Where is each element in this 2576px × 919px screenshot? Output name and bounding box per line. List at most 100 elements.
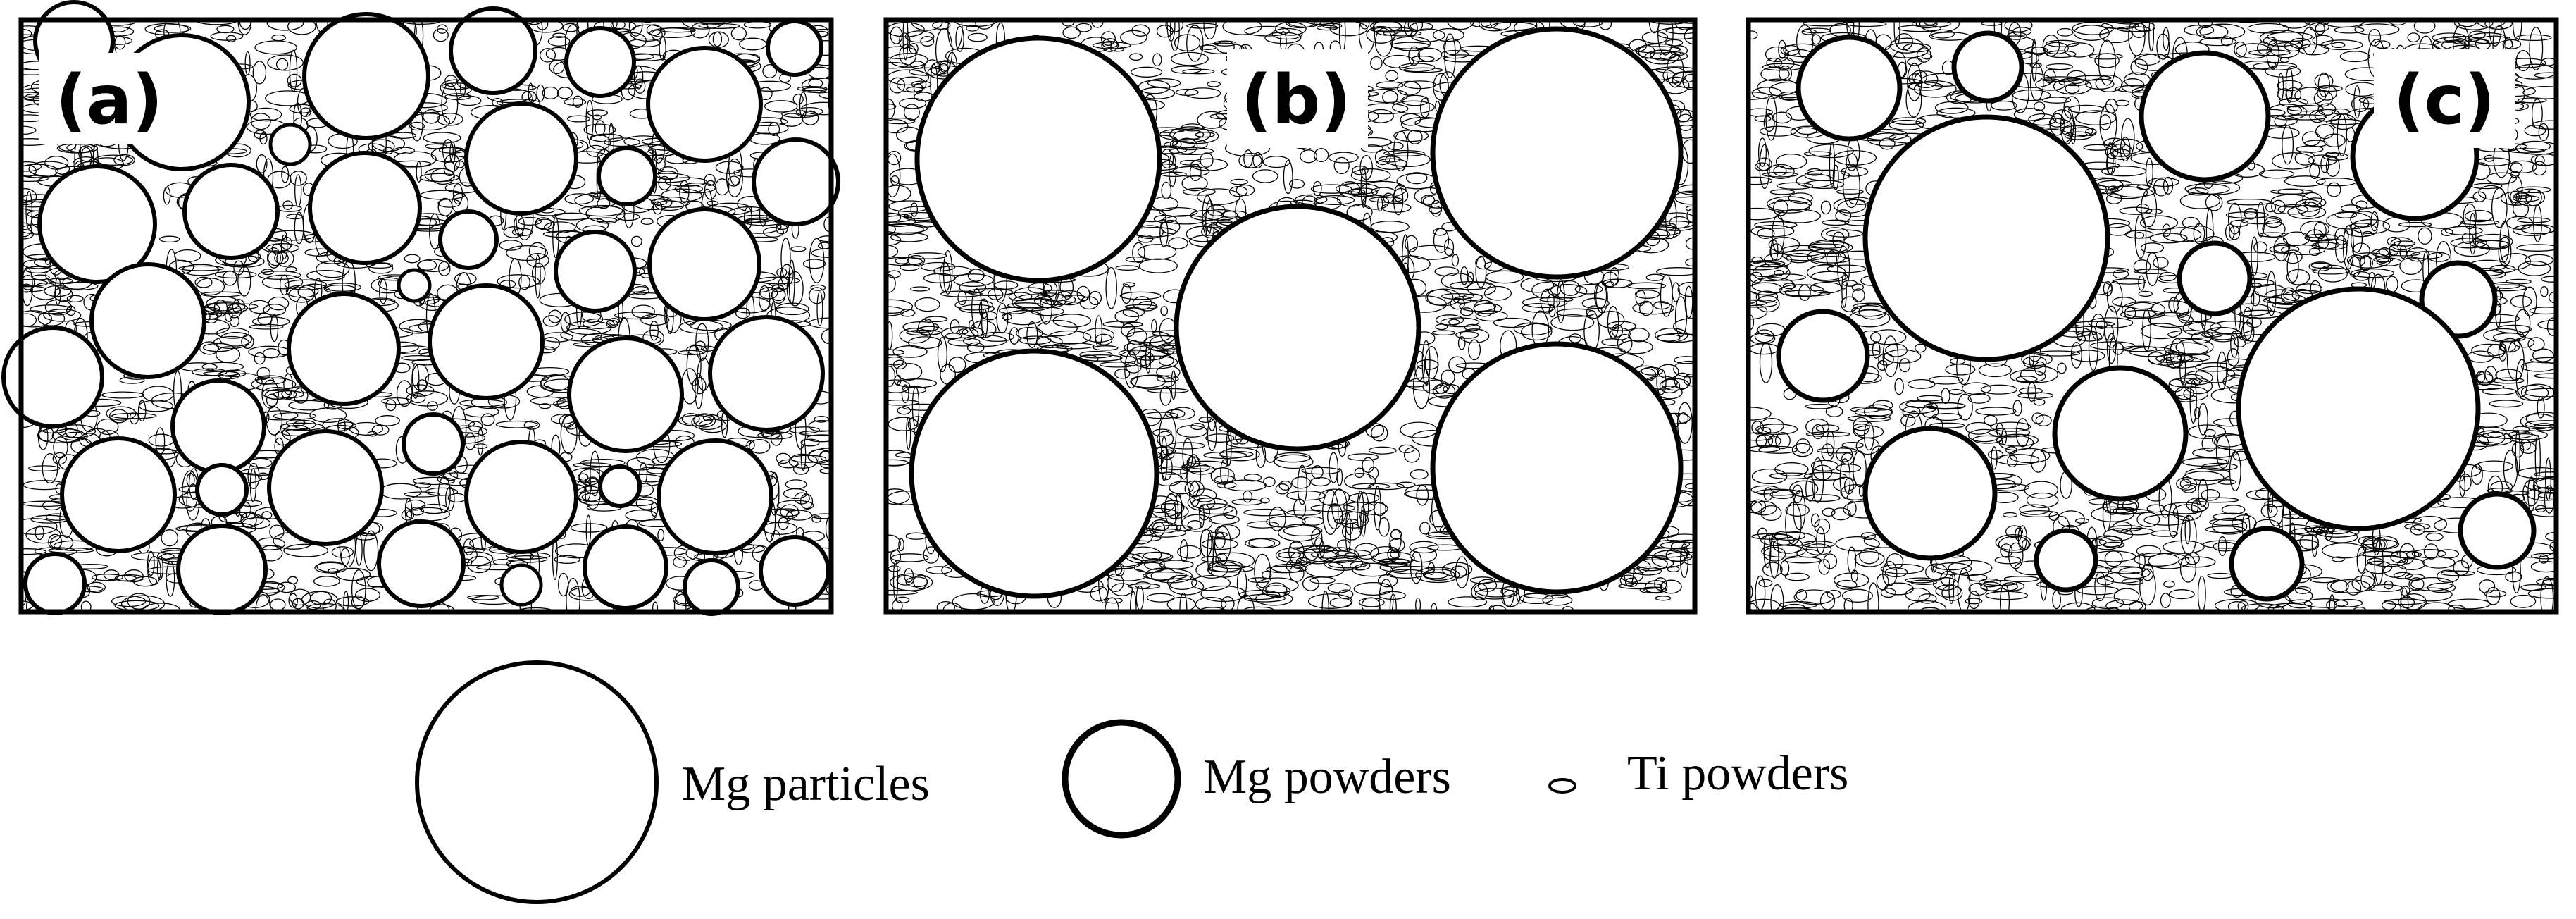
ti-powder — [652, 201, 663, 215]
ti-powder — [2248, 49, 2291, 56]
ti-powder — [903, 386, 927, 394]
ti-powder — [1852, 288, 1865, 302]
ti-powder — [1187, 495, 1216, 511]
ti-powder — [650, 502, 659, 517]
ti-powder-texture — [1748, 20, 2556, 612]
ti-powder — [1803, 27, 1831, 34]
mg-powder-particle — [397, 268, 432, 303]
ti-powder — [438, 261, 451, 276]
ti-powder — [1599, 20, 1612, 30]
ti-powder — [2253, 241, 2268, 254]
ti-powder — [2169, 378, 2201, 388]
ti-powder — [1263, 476, 1276, 487]
ti-powder — [2041, 97, 2072, 104]
ti-powder — [2163, 580, 2175, 588]
ti-powder — [1362, 457, 1375, 474]
ti-powder — [1967, 574, 1988, 582]
ti-powder — [2398, 221, 2432, 228]
ti-powder — [2113, 588, 2140, 605]
ti-powder — [355, 588, 380, 602]
ti-powder — [1948, 388, 1963, 395]
ti-powder — [2478, 185, 2504, 200]
ti-powder — [1851, 305, 1887, 317]
ti-powder — [2217, 536, 2227, 557]
mg-powder-particle — [647, 207, 761, 321]
ti-powder — [1252, 152, 1264, 168]
ti-powder — [1082, 328, 1115, 343]
ti-powder — [1115, 265, 1140, 271]
ti-powder — [1220, 447, 1260, 462]
ti-powder — [809, 238, 825, 283]
ti-powder — [467, 555, 492, 574]
ti-powder — [1422, 569, 1455, 581]
ti-powder — [1198, 417, 1214, 424]
ti-powder — [1645, 273, 1665, 281]
ti-powder — [1924, 20, 1936, 26]
ti-powder — [1348, 187, 1379, 197]
ti-powder — [886, 399, 920, 406]
ti-powder — [1773, 199, 1788, 216]
ti-powder — [1354, 467, 1364, 479]
ti-powder — [2251, 236, 2258, 276]
mg-powder-particle — [449, 6, 537, 95]
ti-powder — [178, 265, 224, 271]
ti-powder — [2026, 492, 2059, 508]
ti-powder — [1443, 38, 1461, 56]
ti-powder — [2525, 412, 2556, 426]
ti-powder — [2281, 244, 2326, 256]
ti-powder — [1036, 335, 1063, 349]
ti-powder — [2178, 556, 2216, 568]
ti-powder — [1362, 195, 1390, 210]
ti-powder — [776, 302, 809, 316]
ti-powder — [1143, 571, 1188, 580]
ti-powder — [1037, 319, 1078, 337]
ti-powder — [299, 107, 311, 117]
ti-powder — [216, 25, 235, 34]
ti-powder — [2498, 343, 2507, 362]
ti-powder — [585, 204, 626, 223]
ti-powder — [1762, 171, 1798, 178]
mg-powder-particle — [766, 19, 823, 77]
ti-powder — [1405, 235, 1419, 252]
ti-powder — [1275, 547, 1319, 564]
ti-powder — [1990, 421, 2031, 432]
ti-powder — [890, 549, 902, 565]
ti-powder — [1984, 414, 1998, 426]
mg-powder-particle — [1, 326, 104, 428]
ti-powder — [811, 515, 822, 523]
ti-powder — [886, 117, 916, 125]
ti-powder — [795, 106, 823, 116]
ti-powder — [1748, 303, 1768, 320]
ti-powder — [650, 199, 668, 206]
ti-powder — [1429, 205, 1442, 214]
ti-powder — [2331, 42, 2346, 49]
ti-powder — [2012, 27, 2032, 36]
ti-powder — [201, 362, 244, 372]
ti-powder — [2108, 185, 2119, 192]
ti-powder — [1278, 551, 1301, 559]
ti-powder — [2441, 228, 2453, 237]
ti-powder — [1120, 30, 1147, 45]
ti-powder — [1807, 249, 1846, 265]
ti-powder — [2407, 32, 2420, 43]
ti-powder — [2267, 603, 2312, 612]
ti-powder — [1754, 221, 1798, 229]
ti-powder — [2203, 327, 2241, 340]
ti-powder — [2147, 349, 2182, 366]
ti-powder — [1657, 333, 1695, 343]
ti-powder — [1347, 453, 1379, 461]
ti-powder — [2042, 35, 2060, 57]
ti-powder — [66, 305, 76, 316]
mg-powder-particle — [60, 436, 177, 553]
ti-powder — [1825, 405, 1843, 417]
ti-powder — [2227, 348, 2240, 367]
ti-powder — [2043, 68, 2056, 84]
ti-powder — [1907, 63, 1922, 101]
ti-powder — [1850, 406, 1880, 413]
ti-powder — [1755, 434, 1774, 448]
ti-powder — [2148, 312, 2194, 328]
ti-powder — [28, 465, 61, 471]
ti-powder — [78, 145, 94, 162]
ti-powder — [1424, 345, 1439, 379]
ti-powder — [381, 397, 412, 405]
